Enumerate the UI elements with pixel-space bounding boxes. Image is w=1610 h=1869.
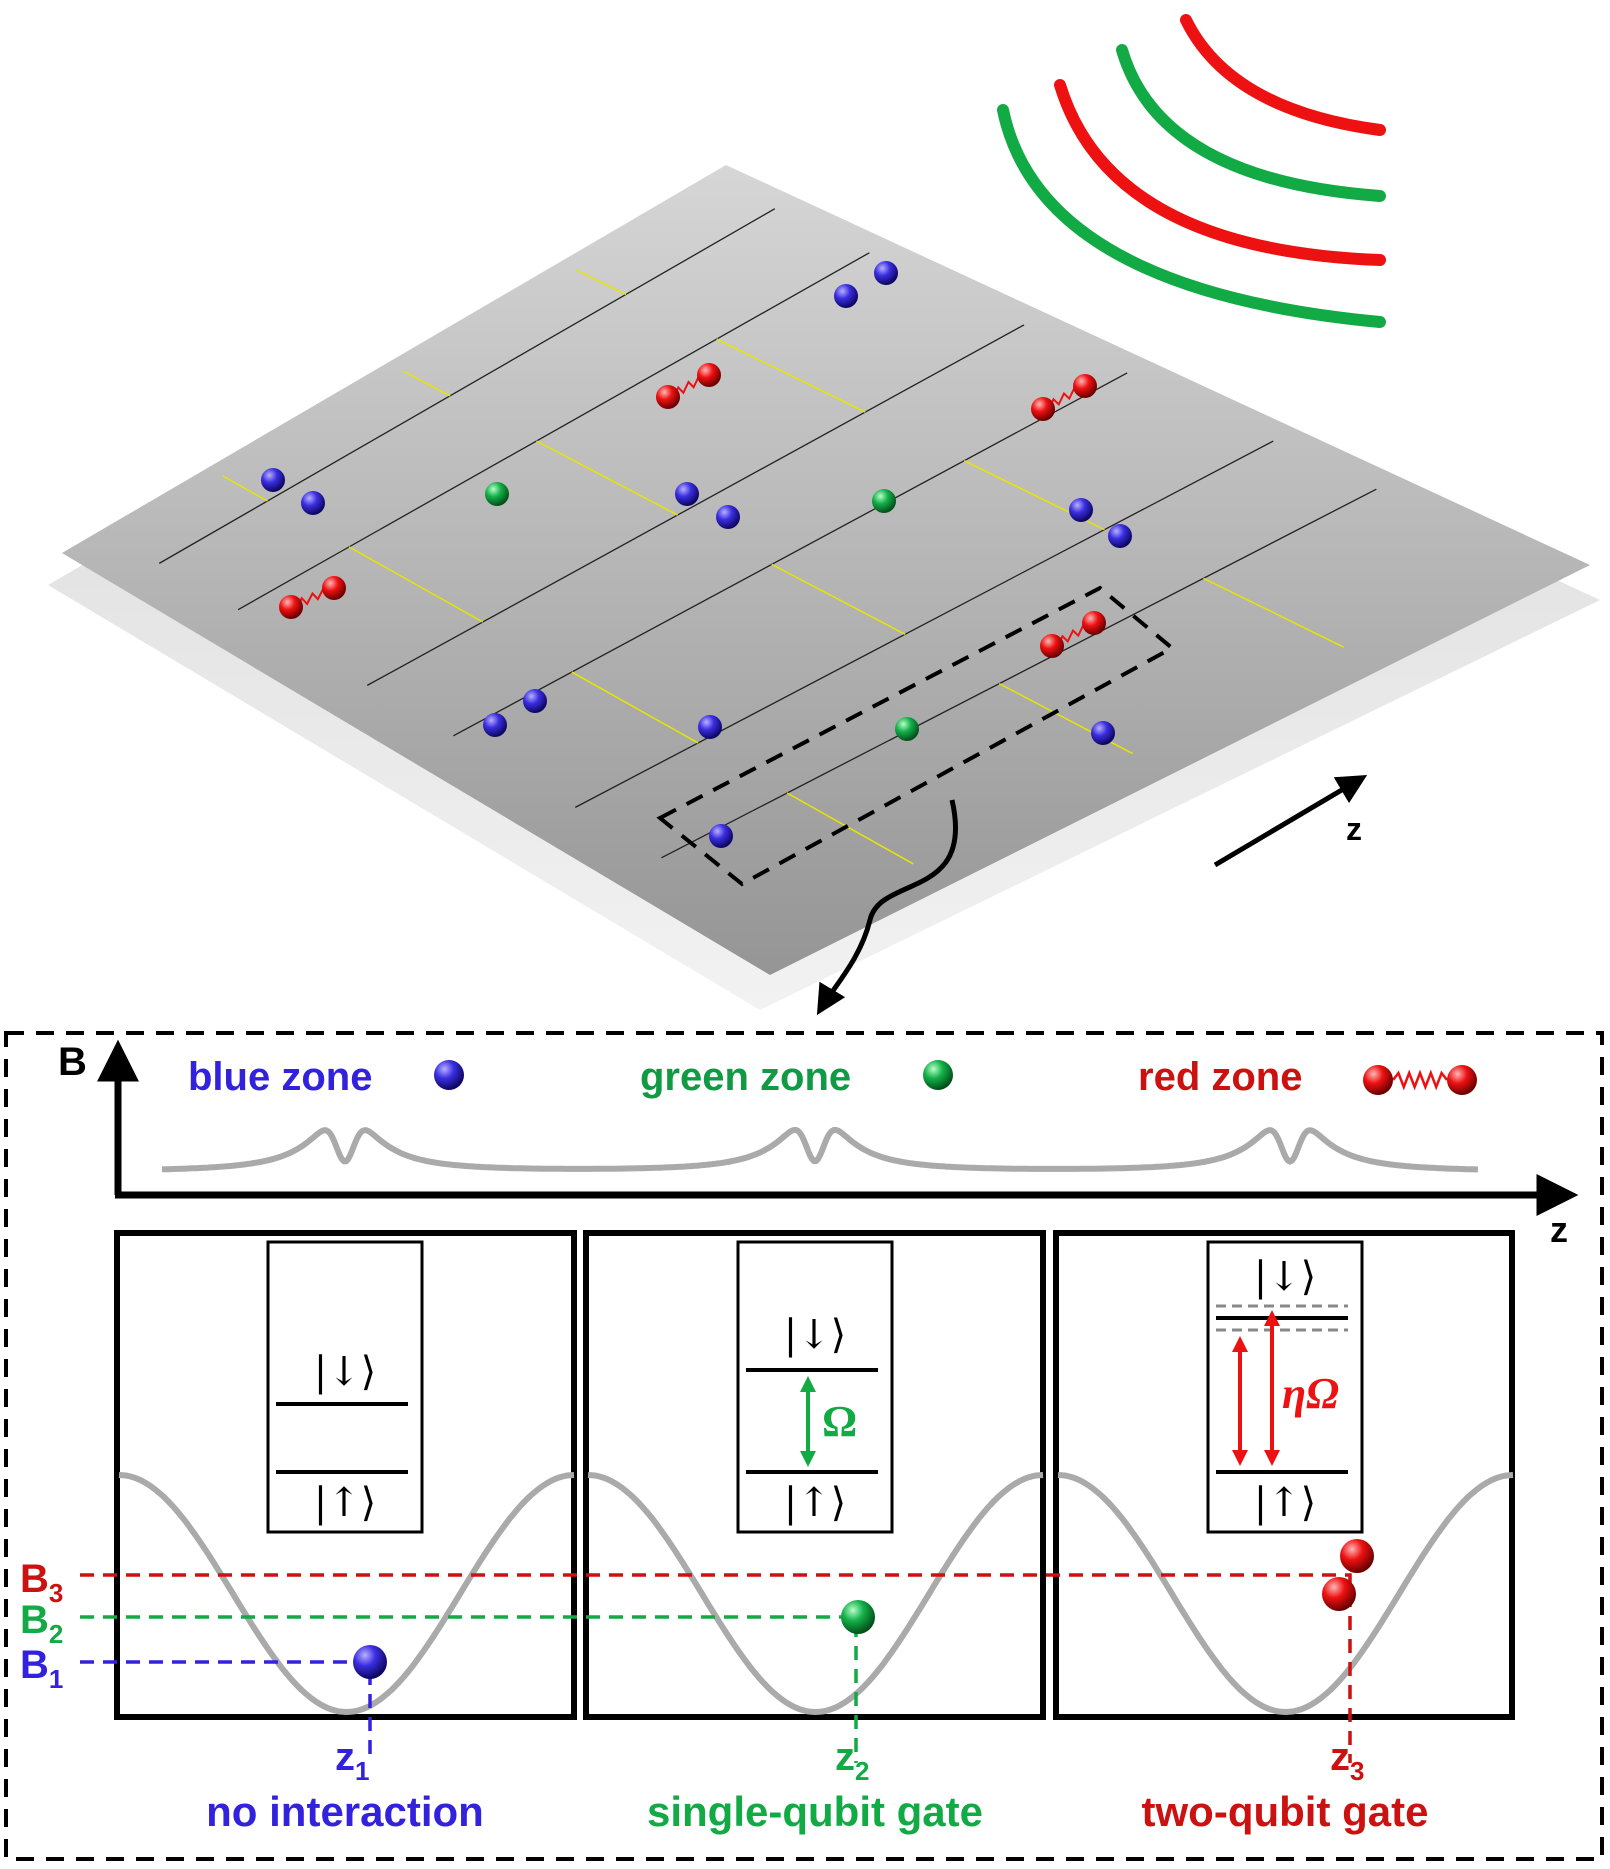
lattice-red-ion (1040, 634, 1064, 658)
grid-yellow-line (402, 370, 451, 397)
b2-guide (80, 1615, 858, 1763)
caption-no-interaction: no interaction (206, 1788, 484, 1835)
z2-label: z2 (835, 1735, 869, 1786)
red-ion-lower (1322, 1577, 1356, 1611)
field-level-guides (80, 1573, 1352, 1763)
green-trap-potential (587, 1472, 1044, 1716)
caption-single-qubit-gate: single-qubit gate (647, 1788, 983, 1835)
b1-label: B1 (20, 1643, 63, 1694)
lattice-blue-ion (261, 468, 285, 492)
grid-black-line (661, 488, 1377, 859)
lattice-red-ion (697, 363, 721, 387)
grid-black-line (237, 252, 870, 611)
lattice-blue-ion (1069, 498, 1093, 522)
red-level-inset: |↓⟩ |↑⟩ ηΩ (1206, 1240, 1364, 1534)
wave-arc (1116, 44, 1386, 202)
wave-arc (1054, 79, 1386, 266)
grid-yellow-line (771, 563, 906, 635)
grid-black-line (574, 440, 1274, 808)
lattice-blue-ion (1108, 524, 1132, 548)
lattice-z-arrow (1213, 774, 1368, 868)
green-zone-ion-icon (923, 1060, 953, 1090)
blue-zone-ion-icon (434, 1060, 464, 1090)
b3-guide (80, 1573, 1352, 1763)
grid-black-line (158, 208, 776, 564)
green-down-state: |↓⟩ (784, 1312, 847, 1358)
lattice-blue-ion (716, 505, 740, 529)
grid-yellow-line (536, 440, 678, 516)
caption-two-qubit-gate: two-qubit gate (1142, 1788, 1429, 1835)
red-zone-ion-pair-icon (1363, 1065, 1477, 1095)
blue-ion (353, 1645, 387, 1679)
z1-label: z1 (335, 1735, 369, 1786)
lattice-red-ion (279, 595, 303, 619)
selection-box (656, 585, 1176, 887)
grid-black-line (453, 372, 1128, 737)
lattice-blue-ion (483, 713, 507, 737)
green-level-inset: |↓⟩ |↑⟩ Ω (736, 1240, 894, 1534)
red-down-state: |↓⟩ (1254, 1254, 1317, 1300)
lattice-blue-ion (1091, 721, 1115, 745)
lattice-blue-ion (523, 689, 547, 713)
blue-up-state: |↑⟩ (314, 1480, 377, 1526)
b3-label: B3 (20, 1557, 63, 1608)
lattice-blue-ion (834, 284, 858, 308)
grid-yellow-line (576, 269, 627, 296)
lattice-blue-ion (698, 715, 722, 739)
grid-yellow-line (348, 546, 484, 623)
red-zone-label: red zone (1138, 1055, 1302, 1099)
lattice-blue-ion (709, 824, 733, 848)
grid-yellow-line (1203, 577, 1345, 648)
lattice-red-ion (1031, 397, 1055, 421)
grid-yellow-line (716, 338, 866, 413)
green-ion (841, 1600, 875, 1634)
lattice-ions (261, 261, 1132, 848)
lattice-green-ion (485, 482, 509, 506)
lattice-red-ion (656, 385, 680, 409)
zoom-panel-frame (4, 1031, 1604, 1861)
plate-surface (62, 165, 1590, 975)
zoom-arrow (816, 799, 958, 1016)
lattice-blue-ion (874, 261, 898, 285)
grid-lines (158, 208, 1377, 865)
green-zone-label: green zone (640, 1055, 851, 1099)
blue-zone-label: blue zone (188, 1055, 372, 1099)
wave-arc (997, 104, 1386, 328)
b2-label: B2 (20, 1598, 63, 1649)
grid-yellow-line (786, 792, 914, 865)
lattice-red-ion (322, 576, 346, 600)
grid-black-line (366, 324, 1025, 686)
lattice-plate (48, 165, 1600, 1010)
lattice-red-ion (1073, 374, 1097, 398)
blue-level-inset: |↓⟩ |↑⟩ (266, 1240, 424, 1534)
b-axis-label: B (58, 1040, 87, 1084)
green-up-state: |↑⟩ (784, 1480, 847, 1526)
lattice-green-ion (895, 717, 919, 741)
eta-omega-label: ηΩ (1282, 1369, 1339, 1418)
red-trap-potential (1057, 1472, 1514, 1716)
wave-arc (1180, 14, 1386, 136)
lattice-z-label: z (1346, 811, 1362, 847)
lattice-blue-ion (675, 482, 699, 506)
blue-trap-potential (118, 1472, 575, 1716)
radiation-waves-icon (997, 14, 1386, 328)
omega-label: Ω (822, 1397, 857, 1446)
b1-guide (80, 1660, 372, 1763)
lattice-red-ion (1082, 611, 1106, 635)
lattice-blue-ion (301, 491, 325, 515)
red-ion-upper (1340, 1539, 1374, 1573)
z-axis-label: z (1550, 1209, 1568, 1250)
lattice-green-ion (872, 489, 896, 513)
red-up-state: |↑⟩ (1254, 1480, 1317, 1526)
grid-yellow-line (222, 475, 268, 502)
z3-label: z3 (1330, 1735, 1364, 1786)
grid-yellow-line (571, 671, 699, 744)
field-profile-curve (162, 1127, 1479, 1173)
blue-down-state: |↓⟩ (314, 1349, 377, 1395)
